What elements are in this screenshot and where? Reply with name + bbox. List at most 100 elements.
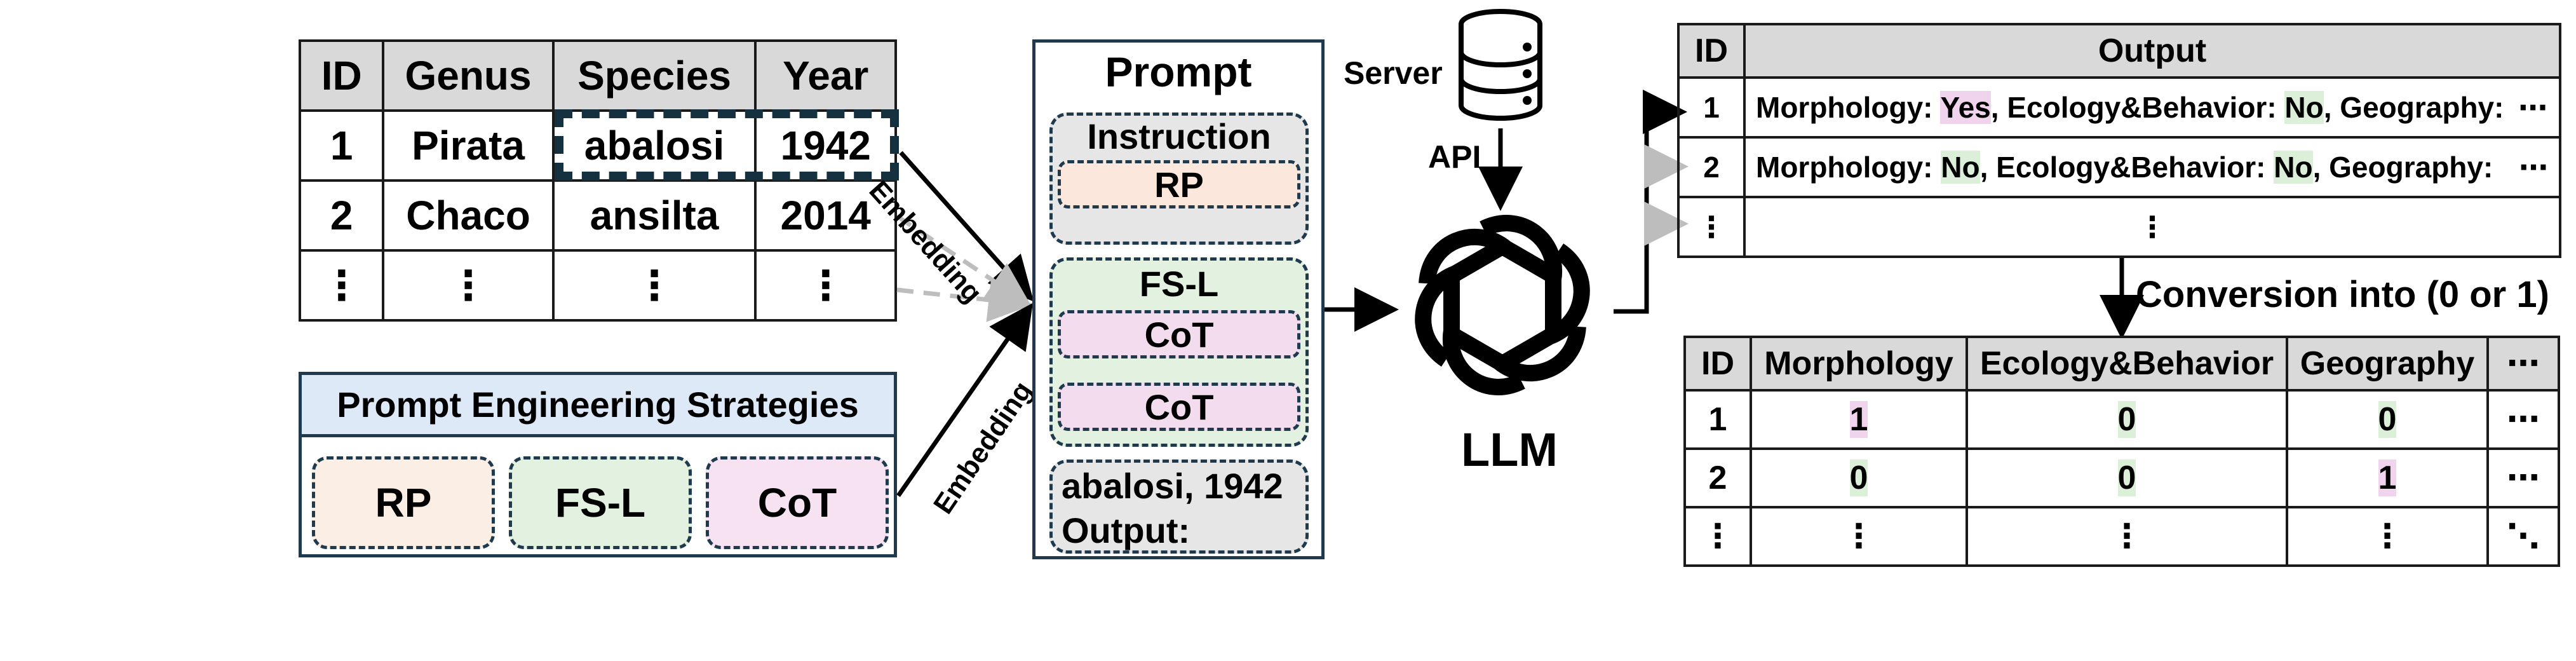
- cell-species: ansilta: [551, 179, 757, 252]
- llm-output-table: ID Output 1 Morphology: Yes, Ecology&Beh…: [1677, 23, 2561, 258]
- selected-row-highlight: [555, 109, 899, 181]
- cell-output: Morphology: No, Ecology&Behavior: No, Ge…: [1743, 136, 2561, 198]
- output-text: , Geography:: [2323, 91, 2512, 124]
- prompt-strategies-panel: Prompt Engineering Strategies RP FS-L Co…: [299, 372, 897, 557]
- prompt-panel: Prompt Instruction RP FS-L CoT CoT abalo…: [1032, 39, 1325, 559]
- embedding-arrow-grey-2: [896, 278, 1033, 322]
- table-row: ⋮ ⋮: [1677, 196, 2561, 258]
- cell-year: 2014: [754, 179, 897, 252]
- llm-logo-icon: [1415, 215, 1590, 395]
- cell-id: 1: [1677, 76, 1746, 139]
- input-line-1: abalosi, 1942: [1062, 466, 1283, 506]
- value-geography: 1: [2378, 460, 2397, 496]
- table-row: 1 Morphology: Yes, Ecology&Behavior: No,…: [1677, 76, 2561, 139]
- header-geography: Geography: [2286, 336, 2489, 392]
- output-text: , Ecology&Behavior:: [1990, 91, 2285, 124]
- table-row: ⋮ ⋮ ⋮ ⋮ ⋱: [1683, 506, 2560, 567]
- cell-geography: 1: [2286, 447, 2489, 508]
- table-row: 2 0 0 1 ⋯: [1683, 447, 2560, 508]
- binary-result-table: ID Morphology Ecology&Behavior Geography…: [1683, 336, 2560, 567]
- strategy-rp: RP: [312, 456, 495, 549]
- output-yes: Yes: [1940, 91, 1991, 124]
- cell-genus: Chaco: [382, 179, 555, 252]
- header-id: ID: [1677, 23, 1746, 79]
- cell-genus: ⋮: [382, 249, 555, 322]
- cell-output: Morphology: Yes, Ecology&Behavior: No, G…: [1743, 76, 2561, 139]
- llm-label: LLM: [1461, 423, 1558, 476]
- cell-genus: Pirata: [382, 109, 555, 182]
- strategy-cot: CoT: [706, 456, 889, 549]
- cot-block-1: CoT: [1058, 310, 1300, 358]
- cell-id: 2: [1677, 136, 1746, 198]
- table-row: ⋮ ⋮ ⋮ ⋮: [298, 249, 897, 322]
- instruction-rp: RP: [1058, 160, 1300, 208]
- output-no: No: [2284, 91, 2324, 124]
- input-group: abalosi, 1942 Output:: [1049, 460, 1309, 554]
- output-text: Morphology:: [1756, 151, 1941, 184]
- cell-id: ⋮: [1683, 506, 1752, 567]
- header-id: ID: [298, 39, 385, 112]
- header-year: Year: [754, 39, 897, 112]
- value-geography: 0: [2378, 401, 2397, 438]
- llm-to-output-arrow: [1614, 90, 1687, 314]
- instruction-label: Instruction: [1087, 116, 1271, 156]
- header-ecology-behavior: Ecology&Behavior: [1966, 336, 2288, 392]
- embedding-arrow-bottom: [896, 303, 1034, 498]
- table-header-row: ID Genus Species Year: [298, 39, 897, 112]
- cell-ecology-behavior: ⋮: [1966, 506, 2288, 567]
- output-no: No: [1941, 151, 1980, 184]
- header-output: Output: [1743, 23, 2561, 79]
- table-row: 2 Morphology: No, Ecology&Behavior: No, …: [1677, 136, 2561, 198]
- table-row: 1 1 0 0 ⋯: [1683, 389, 2560, 450]
- header-id: ID: [1683, 336, 1752, 392]
- server-label: Server: [1344, 55, 1443, 91]
- cell-more: ⋱: [2486, 506, 2560, 567]
- species-data-table: ID Genus Species Year 1 Pirata abalosi 1…: [298, 39, 897, 322]
- cell-id: 2: [1683, 447, 1752, 508]
- fsl-group: FS-L CoT CoT: [1049, 257, 1309, 447]
- value-morphology: 1: [1849, 401, 1868, 438]
- conversion-label: Conversion into (0 or 1): [2136, 274, 2549, 315]
- cell-ecology-behavior: 0: [1966, 389, 2288, 450]
- cell-ecology-behavior: 0: [1966, 447, 2288, 508]
- database-icon: [1459, 9, 1542, 121]
- cot-block-2: CoT: [1058, 383, 1300, 431]
- cell-year: ⋮: [754, 249, 897, 322]
- cell-id: 2: [298, 179, 385, 252]
- api-label: API: [1428, 139, 1481, 175]
- strategy-fsl: FS-L: [509, 456, 692, 549]
- table-row: 1 Pirata abalosi 1942: [298, 109, 897, 182]
- cell-id: ⋮: [298, 249, 385, 322]
- cell-output: ⋮: [1743, 196, 2561, 258]
- cell-geography: ⋮: [2286, 506, 2489, 567]
- cell-id: 1: [1683, 389, 1752, 450]
- cell-geography: 0: [2286, 389, 2489, 450]
- output-text: Morphology:: [1756, 91, 1941, 124]
- table-row: 2 Chaco ansilta 2014: [298, 179, 897, 252]
- value-morphology: 0: [1849, 460, 1868, 496]
- output-no: No: [2274, 151, 2313, 184]
- output-text: , Ecology&Behavior:: [1979, 151, 2274, 184]
- cell-morphology: 1: [1750, 389, 1968, 450]
- strategies-title: Prompt Engineering Strategies: [302, 375, 894, 437]
- input-line-2: Output:: [1062, 510, 1190, 550]
- cell-morphology: ⋮: [1750, 506, 1968, 567]
- value-ecology-behavior: 0: [2117, 460, 2136, 496]
- value-ecology-behavior: 0: [2117, 401, 2136, 438]
- cell-id: ⋮: [1677, 196, 1746, 258]
- header-morphology: Morphology: [1750, 336, 1968, 392]
- header-genus: Genus: [382, 39, 555, 112]
- table-header-row: ID Output: [1677, 23, 2561, 79]
- cell-more: ⋯: [2486, 389, 2560, 450]
- header-more: ⋯: [2486, 336, 2560, 392]
- cell-morphology: 0: [1750, 447, 1968, 508]
- instruction-group: Instruction RP: [1049, 112, 1309, 245]
- prompt-title: Prompt: [1105, 48, 1252, 95]
- output-ellipsis: ⋯: [2518, 91, 2548, 124]
- cell-id: 1: [298, 109, 385, 182]
- output-text: , Geography:: [2312, 151, 2502, 184]
- fsl-label: FS-L: [1139, 264, 1219, 304]
- output-ellipsis: ⋯: [2519, 151, 2549, 184]
- cell-species: ⋮: [551, 249, 757, 322]
